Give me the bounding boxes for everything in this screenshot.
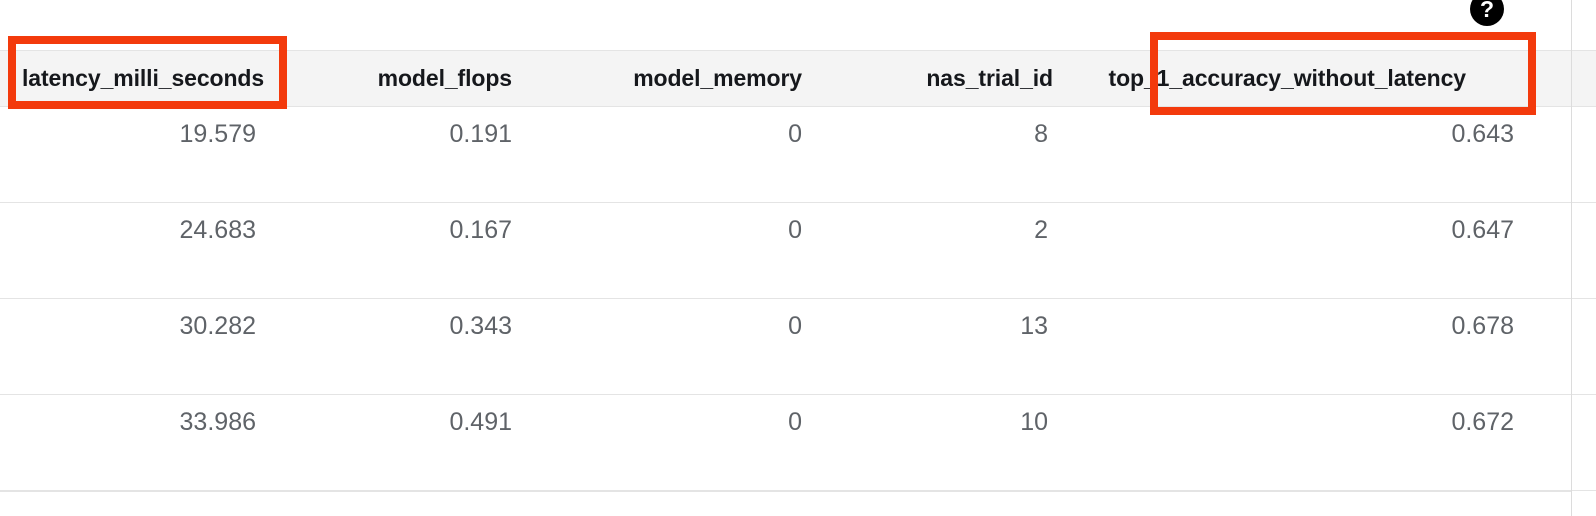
cell-nas-trial-id: 2	[1034, 216, 1048, 244]
cell-latency-milli-seconds: 33.986	[179, 408, 256, 436]
cell-top-1-accuracy-without-latency: 0.647	[1451, 216, 1514, 244]
cell-model-flops: 0.167	[449, 216, 512, 244]
cell-nas-trial-id: 10	[1020, 408, 1048, 436]
table-row[interactable]: 33.986 0.491 0 10 0.672	[0, 395, 1572, 491]
column-header-label: model_flops	[377, 65, 512, 91]
cell-model-memory: 0	[788, 120, 802, 148]
cell-top-1-accuracy-without-latency: 0.643	[1451, 120, 1514, 148]
trailing-row-separator	[1572, 394, 1596, 395]
cell-model-memory: 0	[788, 408, 802, 436]
column-header-label: model_memory	[633, 65, 802, 91]
column-header-model-memory[interactable]: model_memory	[512, 51, 802, 106]
column-header-nas-trial-id[interactable]: nas_trial_id	[802, 51, 1053, 106]
trailing-row-separator	[1572, 298, 1596, 299]
table-row[interactable]: 24.683 0.167 0 2 0.647	[0, 203, 1572, 299]
cell-latency-milli-seconds: 19.579	[179, 120, 256, 148]
cell-latency-milli-seconds: 30.282	[179, 312, 256, 340]
table-row[interactable]: 30.282 0.343 0 13 0.678	[0, 299, 1572, 395]
cell-nas-trial-id: 13	[1020, 312, 1048, 340]
help-icon[interactable]: ?	[1470, 0, 1504, 26]
trailing-row-separator	[1572, 202, 1596, 203]
cell-model-flops: 0.191	[449, 120, 512, 148]
column-header-model-flops[interactable]: model_flops	[300, 51, 512, 106]
cell-model-memory: 0	[788, 312, 802, 340]
column-header-top-1-accuracy-without-latency[interactable]: top_1_accuracy_without_latency	[1053, 51, 1519, 106]
cell-nas-trial-id: 8	[1034, 120, 1048, 148]
cell-model-memory: 0	[788, 216, 802, 244]
cell-model-flops: 0.343	[449, 312, 512, 340]
column-header-label: latency_milli_seconds	[22, 65, 265, 91]
table-row-partial[interactable]	[0, 491, 1572, 516]
cell-top-1-accuracy-without-latency: 0.672	[1451, 408, 1514, 436]
cell-latency-milli-seconds: 24.683	[179, 216, 256, 244]
column-divider[interactable]	[1571, 0, 1572, 516]
column-header-label: top_1_accuracy_without_latency	[1108, 65, 1467, 91]
cell-model-flops: 0.491	[449, 408, 512, 436]
column-header-latency-milli-seconds[interactable]: latency_milli_seconds	[0, 51, 300, 106]
trailing-column-header[interactable]	[1572, 50, 1596, 107]
table-row[interactable]: 19.579 0.191 0 8 0.643	[0, 107, 1572, 203]
trailing-row-separator	[1572, 490, 1596, 491]
table-header-row: latency_milli_seconds model_flops model_…	[0, 50, 1572, 107]
column-header-label: nas_trial_id	[926, 65, 1053, 91]
cell-top-1-accuracy-without-latency: 0.678	[1451, 312, 1514, 340]
help-icon-glyph: ?	[1479, 0, 1495, 22]
